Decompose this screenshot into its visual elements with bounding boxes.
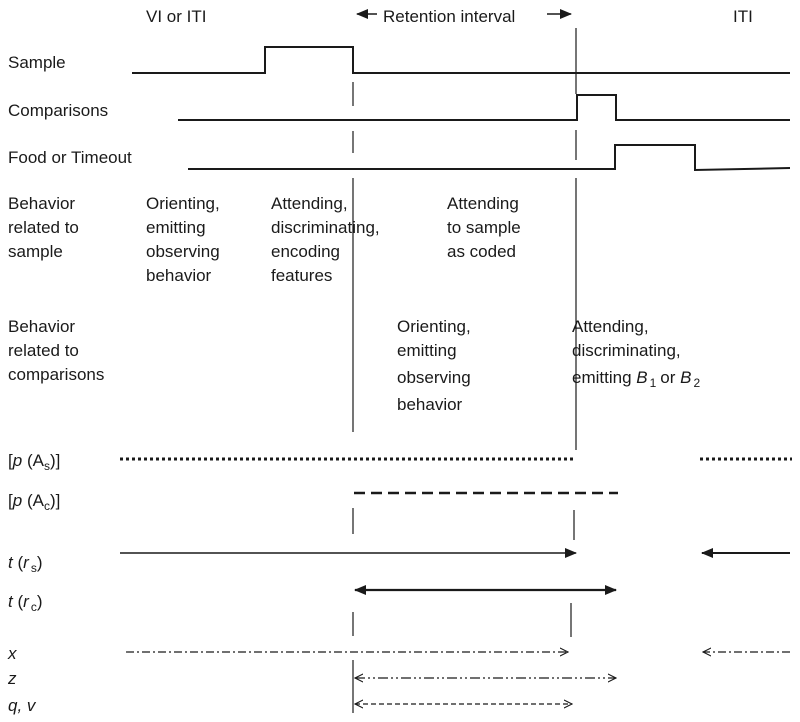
row-label-comparisons: Comparisons — [8, 101, 108, 120]
label-z: z — [7, 669, 17, 688]
label-p-As: [p (As)] — [8, 451, 60, 473]
food-timeout-signal-line — [188, 144, 791, 172]
row-label-sample: Sample — [8, 53, 66, 72]
label-q-v: q, v — [8, 696, 37, 715]
label-p-Ac: [p (Ac)] — [8, 491, 60, 513]
header-retention-interval: Retention interval — [383, 7, 515, 26]
behavior-sample-col2: Attending, discriminating, encoding feat… — [271, 194, 384, 285]
label-x: x — [7, 644, 17, 663]
behavior-sample-col3: Attending to sample as coded — [447, 194, 525, 261]
vertical-marker-right — [570, 28, 577, 637]
behavior-sample-col1: Orienting, emitting observing behavior — [146, 194, 224, 285]
behavior-comparisons-col2: Attending, discriminating, — [572, 317, 681, 360]
header-iti: ITI — [733, 7, 753, 26]
behavior-comparisons-col1: Orienting, emitting observing behavior — [397, 317, 475, 414]
behavior-sample-label: Behavior related to sample — [8, 194, 84, 261]
row-label-food-or-timeout: Food or Timeout — [8, 148, 132, 167]
header-vi-or-iti: VI or ITI — [146, 7, 206, 26]
behavior-comparisons-label: Behavior related to comparisons — [8, 317, 104, 384]
comparisons-signal-line — [178, 94, 790, 121]
sample-signal-line — [132, 46, 790, 74]
